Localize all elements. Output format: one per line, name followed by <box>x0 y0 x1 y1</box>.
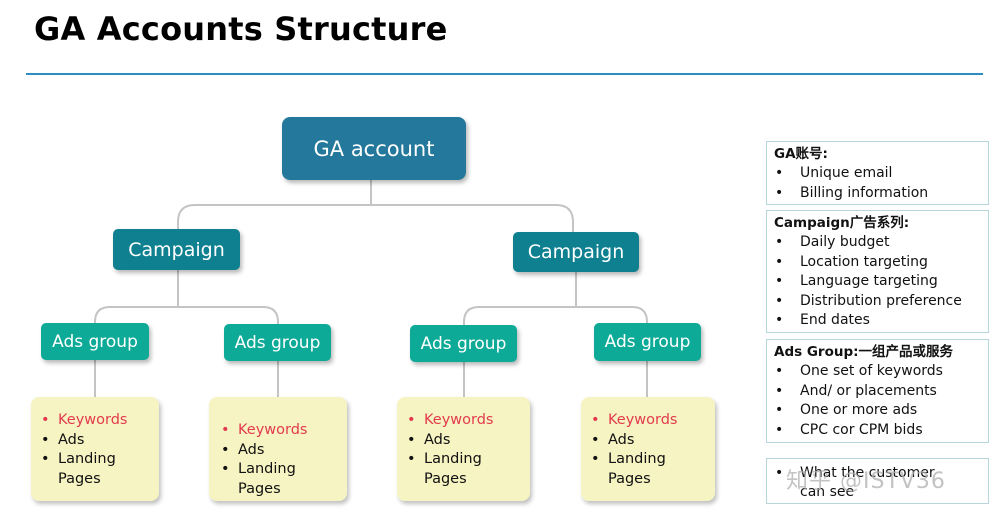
sidebar-ads-group-panel: Ads Group:一组产品或服务 One set of keywords An… <box>766 339 989 443</box>
leaf-ads-item: Ads <box>589 431 709 451</box>
ads-group-node-1: Ads group <box>41 323 149 360</box>
sidebar-item: Unique email <box>774 164 982 184</box>
leaf-landing-pages-item: Landing Pages <box>219 460 341 499</box>
sidebar-item: Language targeting <box>774 272 982 292</box>
connector-campaign-2 <box>463 272 648 325</box>
leaf-box-3: Keywords Ads Landing Pages <box>397 397 530 501</box>
root-node-ga-account: GA account <box>282 117 466 180</box>
leaf-box-4: Keywords Ads Landing Pages <box>581 397 715 501</box>
sidebar-heading: Ads Group:一组产品或服务 <box>774 344 954 360</box>
leaf-ads-item: Ads <box>405 431 524 451</box>
sidebar-item: Location targeting <box>774 253 982 273</box>
leaf-ads-item: Ads <box>39 431 153 451</box>
leaf-box-2: Keywords Ads Landing Pages <box>209 397 347 501</box>
leaf-keywords-item: Keywords <box>39 411 153 431</box>
leaf-landing-pages-item: Landing Pages <box>405 450 494 489</box>
connector-root-campaigns <box>177 180 574 232</box>
sidebar-heading: GA账号: <box>774 146 828 162</box>
sidebar-item: One or more ads <box>774 401 982 421</box>
connector-campaign-1 <box>94 270 279 324</box>
sidebar-ga-account-panel: GA账号: Unique email Billing information <box>766 141 989 205</box>
campaign-node-2: Campaign <box>513 232 639 272</box>
page-title: GA Accounts Structure <box>34 10 448 48</box>
ads-group-node-3: Ads group <box>410 325 517 362</box>
sidebar-heading: Campaign广告系列: <box>774 215 910 231</box>
sidebar-item: Distribution preference <box>774 292 982 312</box>
leaf-ads-item: Ads <box>219 441 341 461</box>
leaf-box-1: Keywords Ads Landing Pages <box>31 397 159 501</box>
sidebar-item: And/ or placements <box>774 382 982 402</box>
sidebar-item: One set of keywords <box>774 362 982 382</box>
leaf-keywords-item: Keywords <box>219 421 341 441</box>
sidebar-item: Daily budget <box>774 233 982 253</box>
leaf-keywords-item: Keywords <box>589 411 709 431</box>
watermark-text: 知乎 @ISTV36 <box>786 469 946 494</box>
sidebar-item: Billing information <box>774 184 982 204</box>
campaign-node-1: Campaign <box>113 229 240 270</box>
sidebar-item: End dates <box>774 311 982 331</box>
sidebar-item: What the customer can see <box>774 464 960 503</box>
sidebar-item: CPC cor CPM bids <box>774 421 982 441</box>
connector-adsgroup-leaves <box>94 360 648 397</box>
title-divider <box>26 73 983 75</box>
ads-group-node-2: Ads group <box>224 324 331 361</box>
leaf-landing-pages-item: Landing Pages <box>39 450 128 489</box>
leaf-landing-pages-item: Landing Pages <box>589 450 678 489</box>
leaf-keywords-item: Keywords <box>405 411 524 431</box>
sidebar-customer-panel: What the customer can see <box>766 458 989 504</box>
ads-group-node-4: Ads group <box>594 323 701 361</box>
sidebar-campaign-panel: Campaign广告系列: Daily budget Location targ… <box>766 210 989 333</box>
